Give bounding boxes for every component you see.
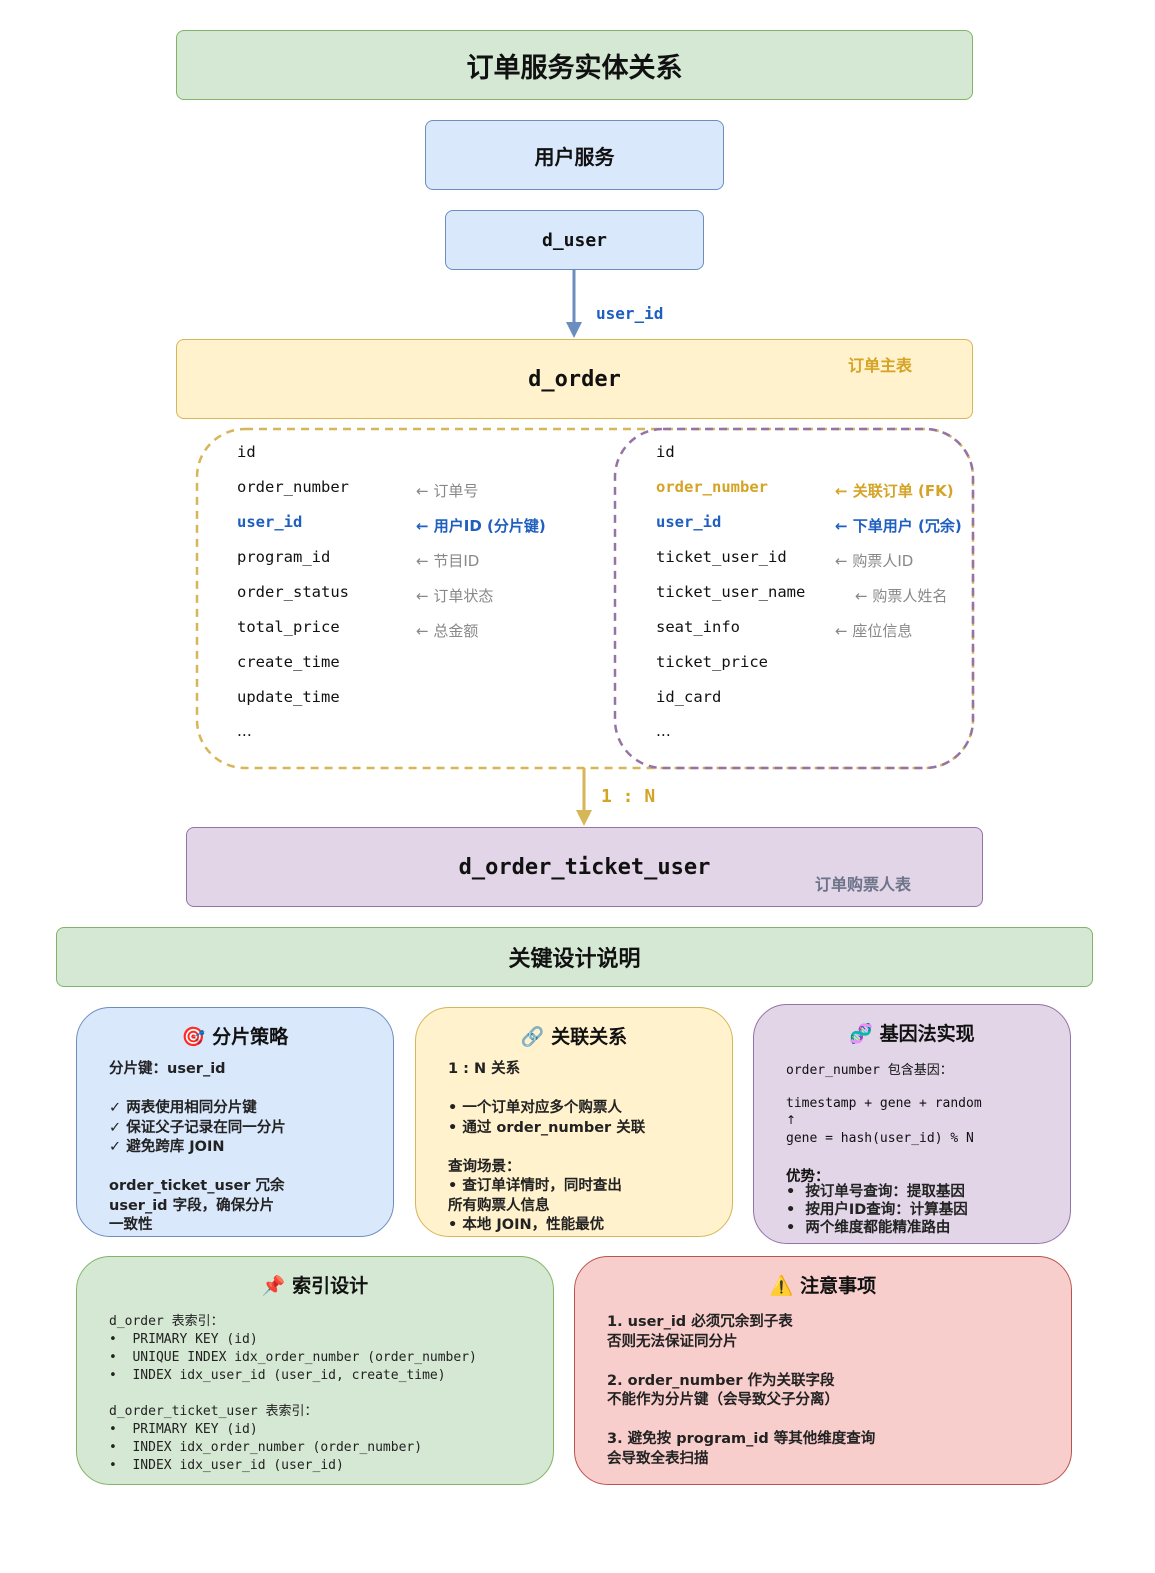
dna-icon: 🧬 <box>849 1023 874 1045</box>
order-note-order-number: ← 订单号 <box>416 482 479 500</box>
ticket-field-id-card: id_card <box>656 688 722 706</box>
pushpin-icon: 📌 <box>261 1275 286 1297</box>
diagram-title: 订单服务实体关系 <box>176 30 973 100</box>
sharding-card-body: 分片键：user_id ✓ 两表使用相同分片键 ✓ 保证父子记录在同一分片 ✓ … <box>109 1061 286 1233</box>
order-field-more: ... <box>237 722 252 740</box>
order-field-order-status: order_status <box>237 583 349 601</box>
ticket-note-ticket-user-id: ← 购票人ID <box>835 552 914 570</box>
gene-body-line1: order_number 包含基因： <box>786 1063 953 1078</box>
index-card-title: 📌 索引设计 <box>77 1271 553 1298</box>
index-card-body: d_order 表索引： • PRIMARY KEY (id) • UNIQUE… <box>109 1314 477 1473</box>
order-field-user-id: user_id <box>237 513 303 531</box>
order-field-order-number: order_number <box>237 478 349 496</box>
sharding-card-title: 🎯 分片策略 <box>77 1022 393 1049</box>
ticket-field-ticket-user-name: ticket_user_name <box>656 583 806 601</box>
gene-card-title: 🧬 基因法实现 <box>754 1019 1070 1046</box>
order-field-total-price: total_price <box>237 618 340 636</box>
ticket-field-ticket-user-id: ticket_user_id <box>656 548 787 566</box>
order-note-user-id: ← 用户ID (分片键) <box>416 517 546 535</box>
target-icon: 🎯 <box>181 1026 206 1048</box>
sharding-title-text: 分片策略 <box>212 1026 289 1048</box>
ticket-note-ticket-user-name: ← 购票人姓名 <box>855 587 948 605</box>
edge-label-user-id: user_id <box>596 304 664 323</box>
order-field-program-id: program_id <box>237 548 331 566</box>
user-id-arrow-head <box>566 322 582 338</box>
order-fields-dashed-box <box>195 427 975 770</box>
gene-method-card: 🧬 基因法实现 order_number 包含基因： timestamp + g… <box>753 1004 1071 1244</box>
ticket-field-more: ... <box>656 722 671 740</box>
ticket-field-id: id <box>656 443 675 461</box>
gene-body-line3: ↑ <box>786 1113 797 1127</box>
ticket-field-ticket-price: ticket_price <box>656 653 768 671</box>
d-order-ticket-user-note: 订单购票人表 <box>815 875 912 894</box>
gene-body-line5: 优势： <box>786 1169 830 1185</box>
link-icon: 🔗 <box>520 1026 545 1048</box>
relation-title-text: 关联关系 <box>551 1026 628 1048</box>
sharding-strategy-card: 🎯 分片策略 分片键：user_id ✓ 两表使用相同分片键 ✓ 保证父子记录在… <box>76 1007 394 1237</box>
order-note-total-price: ← 总金额 <box>416 622 479 640</box>
edge-label-relation: 1 : N <box>601 786 656 807</box>
user-service-box: 用户服务 <box>425 120 724 190</box>
relation-card: 🔗 关联关系 1 : N 关系 • 一个订单对应多个购票人 • 通过 order… <box>415 1007 733 1237</box>
ticket-field-user-id: user_id <box>656 513 722 531</box>
d-order-ticket-user-entity: d_order_ticket_user <box>186 827 983 907</box>
caution-title-text: 注意事项 <box>800 1275 877 1297</box>
index-design-card: 📌 索引设计 d_order 表索引： • PRIMARY KEY (id) •… <box>76 1256 554 1485</box>
warning-icon: ⚠️ <box>769 1275 794 1297</box>
caution-card-body: 1. user_id 必须冗余到子表 否则无法保证同分片 2. order_nu… <box>607 1314 876 1467</box>
key-design-section-title: 关键设计说明 <box>56 927 1093 987</box>
order-field-id: id <box>237 443 256 461</box>
relation-card-title: 🔗 关联关系 <box>416 1022 732 1049</box>
gene-body-line4: gene = hash(user_id) % N <box>786 1131 974 1146</box>
gene-body-bullets: • 按订单号查询：提取基因 • 按用户ID查询：计算基因 • 两个维度都能精准路… <box>786 1184 968 1236</box>
d-order-entity: d_order <box>176 339 973 419</box>
relation-arrow-head <box>576 810 592 826</box>
order-note-program-id: ← 节目ID <box>416 552 480 570</box>
d-user-entity: d_user <box>445 210 704 270</box>
ticket-note-seat-info: ← 座位信息 <box>835 622 913 640</box>
gene-body-line2: timestamp + gene + random <box>786 1096 982 1111</box>
ticket-field-order-number: order_number <box>656 478 768 496</box>
ticket-fields-dashed-box <box>613 427 975 770</box>
ticket-note-user-id: ← 下单用户 (冗余) <box>835 517 962 535</box>
index-title-text: 索引设计 <box>292 1275 369 1297</box>
caution-card-title: ⚠️ 注意事项 <box>575 1271 1071 1298</box>
order-note-order-status: ← 订单状态 <box>416 587 494 605</box>
relation-card-body: 1 : N 关系 • 一个订单对应多个购票人 • 通过 order_number… <box>448 1061 646 1233</box>
caution-card: ⚠️ 注意事项 1. user_id 必须冗余到子表 否则无法保证同分片 2. … <box>574 1256 1072 1485</box>
d-order-note: 订单主表 <box>848 356 913 375</box>
ticket-field-seat-info: seat_info <box>656 618 740 636</box>
order-field-create-time: create_time <box>237 653 340 671</box>
order-field-update-time: update_time <box>237 688 340 706</box>
gene-title-text: 基因法实现 <box>879 1023 975 1045</box>
ticket-note-order-number: ← 关联订单 (FK) <box>835 482 954 500</box>
